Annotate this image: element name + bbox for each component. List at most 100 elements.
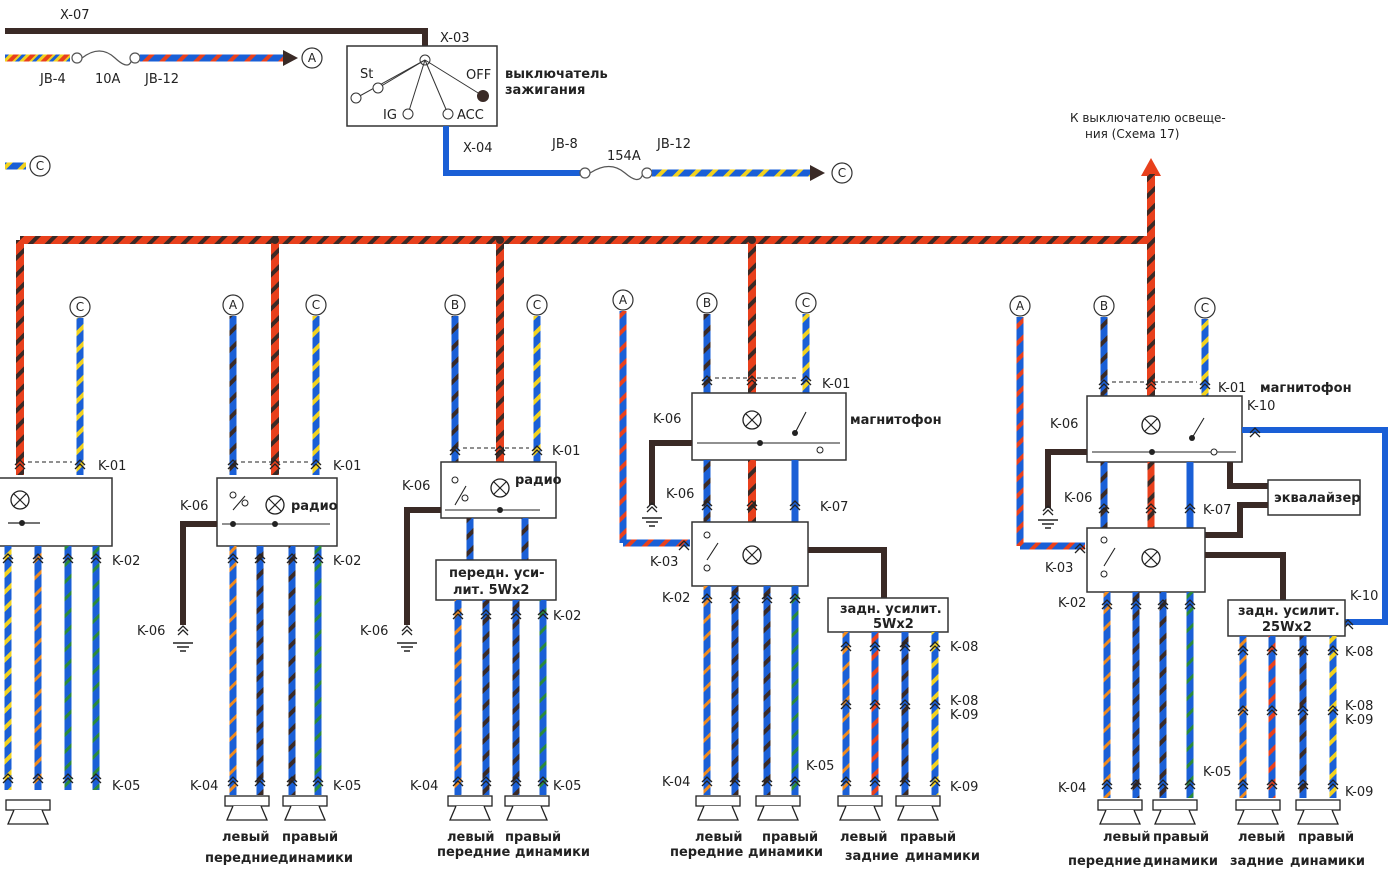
unit1-label-k02: K-02 [112,554,140,569]
unit4-k01-chevron [800,375,812,386]
connector-chevron [1130,779,1142,790]
connector-chevron [286,776,298,787]
connector-chevron [537,609,549,620]
connector-chevron [899,776,911,787]
unit5-marker-c [1194,297,1216,319]
unit1-label-k01: K-01 [98,459,126,474]
unit2-marker-c [305,294,327,316]
lighting-note-2: ния (Схема 17) [1085,127,1179,141]
unit3-contact [461,494,469,502]
supply-section: X-07 X-03 A JB-4 10A JB-12 C St IG ACC [5,8,1226,240]
unit5-label-k09-a: K-09 [1345,713,1373,728]
unit4-switch-arm [706,542,719,561]
unit5-label-k08-a: K-08 [1345,645,1373,660]
switch-arm-aux [355,59,426,99]
unit5-label-k03: K-03 [1045,561,1073,576]
connector-chevron [929,776,941,787]
contact-st [372,82,384,94]
unit1-box [0,477,113,547]
connector-chevron [929,641,941,652]
unit4-label-rear-left: левый [840,830,887,845]
contact-aux [350,92,362,104]
unit4-label-tape: магнитофон [850,413,942,428]
connector-chevron [1297,705,1309,716]
marker-c-left [29,155,51,177]
connector-chevron [701,776,713,787]
unit3-amp-label-2: лит. 5Wx2 [453,583,529,598]
unit4-node [757,440,763,446]
label-x04: X-04 [463,141,493,156]
unit5-node [1149,449,1155,455]
unit4-contact [816,446,824,454]
unit2-label-right: правый [282,830,338,845]
unit4-label-k04: K-04 [662,775,690,790]
unit5-equalizer-box [1267,479,1361,516]
unit4-rear-amp-box [827,597,949,633]
unit5-rear-amp-label-1: задн. усилит. [1238,604,1340,619]
unit5-label-tape: магнитофон [1260,381,1352,396]
connector-chevron [761,593,773,604]
unit2-label-k04: K-04 [190,779,218,794]
connector-chevron [312,776,324,787]
unit4-label-k08-a: K-08 [950,640,978,655]
connector-chevron [74,459,86,470]
connector-chevron [869,776,881,787]
unit5-label-k05: K-05 [1203,765,1231,780]
label-st: St [360,67,373,82]
unit2-left-speaker-icon [224,795,270,821]
connector-chevron [701,593,713,604]
contact-ig [402,108,414,120]
unit4-label-rear: задние [845,849,899,864]
unit1-marker-c [69,296,91,318]
connector-chevron [1266,779,1278,790]
unit4-label-k05: K-05 [806,759,834,774]
fuse-node-right [129,52,141,64]
unit5-eq-out [1205,502,1268,538]
connector-chevron [1249,427,1261,438]
connector-chevron [510,609,522,620]
unit3-label-radio: радио [515,473,562,488]
unit4-rear-amp-label-2: 5Wx2 [873,617,914,632]
unit4-label-rear-right: правый [900,830,956,845]
bus-junction [496,236,504,244]
unit5-label-k09-b: K-09 [1345,785,1373,800]
connector-chevron [2,553,14,564]
connector-chevron [1130,599,1142,610]
connector-chevron [840,776,852,787]
unit4-label-rear-speakers: динамики [905,849,980,864]
unit2-label-k06: K-06 [180,499,208,514]
connector-chevron [1101,779,1113,790]
unit2-node [230,521,236,527]
unit2-right-speaker-icon [282,795,328,821]
unit3-label-k04: K-04 [410,779,438,794]
unit5-label-front: передние [1068,854,1142,869]
marker-c-top [831,162,853,184]
connector-chevron [90,773,102,784]
unit2-k01-chevron [227,459,239,470]
connector-chevron [1074,543,1086,554]
unit2-contact [229,491,237,499]
unit4-marker-c-label: C [802,296,810,310]
label-jb4: JB-4 [39,72,66,87]
connector-chevron [480,609,492,620]
connector-chevron [646,502,658,513]
connector-chevron [254,553,266,564]
unit2-marker-c-label: C [312,298,320,312]
unit4-label-k09-b: K-09 [950,780,978,795]
unit4-label-right: правый [762,830,818,845]
unit3-label-k02: K-02 [553,609,581,624]
connector-chevron [62,773,74,784]
unit5-contact [1210,448,1218,456]
connector-chevron [537,776,549,787]
label-x07: X-07 [60,8,90,23]
unit4-marker-b [696,292,718,314]
unit5-marker-a [1009,295,1031,317]
unit4-label-k02: K-02 [662,591,690,606]
connector-chevron [701,500,713,511]
unit5-contact [1100,570,1108,578]
unit3-amp-label-1: передн. уси- [449,566,545,581]
connector-chevron [1098,503,1110,514]
connector-chevron [1327,705,1339,716]
